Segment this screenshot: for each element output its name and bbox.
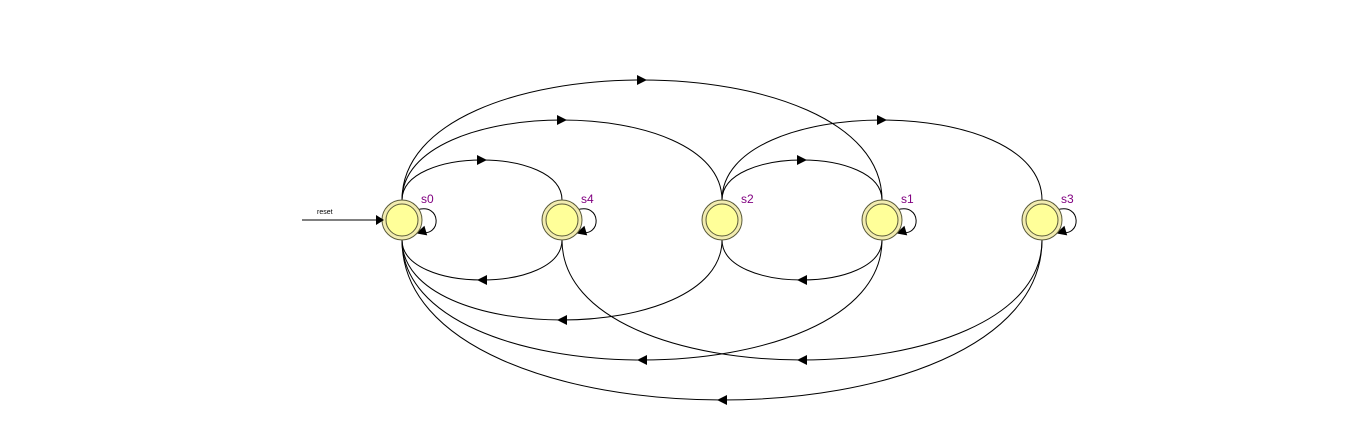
state-label-s4: s4	[581, 192, 594, 206]
reset-label: reset	[317, 209, 333, 216]
state-inner-circle-s0	[385, 203, 419, 237]
transition-arrow-s1-to-s0	[637, 355, 647, 365]
state-label-s3: s3	[1061, 192, 1074, 206]
states-layer: s0 s4 s2 s1 s3	[381, 192, 1077, 241]
state-label-s1: s1	[901, 192, 914, 206]
state-inner-circle-s3	[1025, 203, 1059, 237]
state-s2[interactable]: s2	[701, 192, 754, 241]
transition-arrow-s2-to-s1	[797, 155, 807, 165]
state-inner-circle-s2	[705, 203, 739, 237]
state-label-s0: s0	[421, 192, 434, 206]
transition-s1-to-s2	[721, 239, 883, 281]
transitions-layer	[401, 75, 1043, 405]
self-loop-arrow-s0	[416, 225, 428, 236]
self-loop-arrow-s1	[896, 225, 908, 236]
transition-arrow-s3-to-s0	[717, 395, 727, 405]
transition-arrow-s0-to-s4	[477, 155, 487, 165]
transition-s2-to-s0	[401, 239, 723, 321]
transition-s0-to-s2	[401, 119, 723, 201]
state-s4[interactable]: s4	[541, 192, 597, 241]
transition-arrow-s0-to-s2	[557, 115, 567, 125]
transition-s4-to-s0	[401, 239, 563, 281]
state-inner-circle-s4	[545, 203, 579, 237]
state-s3[interactable]: s3	[1021, 192, 1077, 241]
transition-arrow-s2-to-s3	[877, 115, 887, 125]
state-s1[interactable]: s1	[861, 192, 917, 241]
state-label-s2: s2	[741, 192, 754, 206]
state-inner-circle-s1	[865, 203, 899, 237]
transition-s3-to-s4	[561, 239, 1043, 361]
state-s0[interactable]: s0	[381, 192, 437, 241]
transition-arrow-s2-to-s0	[557, 315, 567, 325]
transition-arrow-s3-to-s4	[797, 355, 807, 365]
transition-s1-to-s0	[401, 239, 883, 361]
transition-s3-to-s0	[401, 239, 1043, 401]
transition-arrow-s1-to-s2	[797, 275, 807, 285]
transition-arrow-s0-to-s1	[637, 75, 647, 85]
self-loop-arrow-s4	[576, 225, 588, 236]
transition-s0-to-s1	[401, 79, 883, 201]
reset-arrow-head	[376, 215, 384, 225]
transition-arrow-s4-to-s0	[477, 275, 487, 285]
transition-s2-to-s3	[721, 119, 1043, 201]
reset-arrow: reset	[302, 209, 384, 225]
self-loop-arrow-s3	[1056, 225, 1068, 236]
